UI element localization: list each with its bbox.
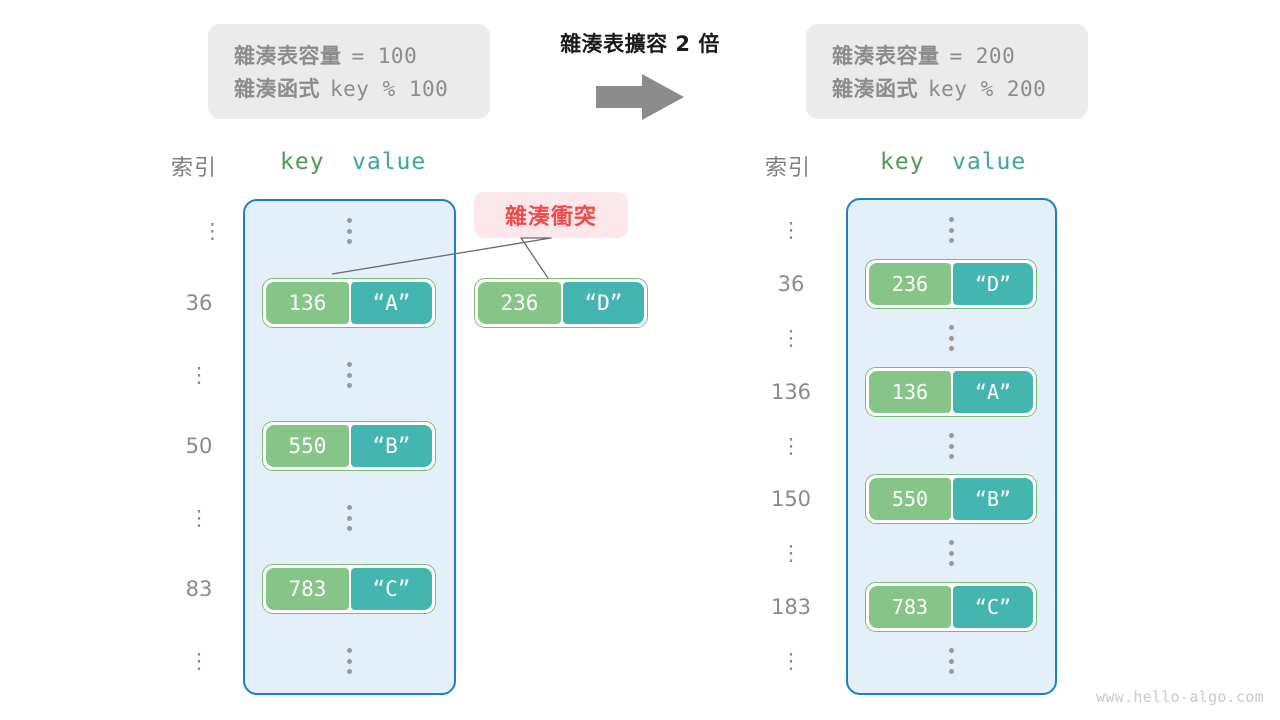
hash-table-info-before: 雜湊表容量 = 100 雜湊函式 key % 100	[208, 24, 490, 119]
function-label-before: 雜湊函式	[234, 76, 320, 101]
vertical-ellipsis-icon	[346, 362, 352, 388]
index-label-right-2: ⋮	[780, 326, 802, 350]
capacity-line-before: 雜湊表容量 = 100	[234, 40, 464, 73]
entry-value: “A”	[952, 371, 1033, 413]
entry-value: “B”	[350, 425, 432, 467]
vertical-ellipsis-icon	[948, 540, 954, 566]
entry-value: “B”	[952, 478, 1033, 520]
index-column-header-right: 索引	[765, 156, 812, 181]
hash-collision-badge: 雜湊衝突	[474, 192, 628, 238]
entry-key: 550	[869, 478, 951, 520]
entry-value: “C”	[350, 568, 432, 610]
index-label-left-5: 83	[185, 577, 213, 601]
index-label-left-3: 50	[185, 434, 213, 458]
index-label-left-0: ⋮	[175, 195, 223, 267]
function-value-after: key % 200	[928, 76, 1047, 101]
entry-key: 136	[266, 282, 349, 324]
index-label-right-0: ⋮	[780, 218, 802, 242]
capacity-line-after: 雜湊表容量 = 200	[832, 40, 1062, 73]
capacity-value-before: = 100	[351, 44, 418, 68]
vertical-ellipsis-icon	[948, 217, 954, 243]
entry-pair-left-50[interactable]: 550 “B”	[262, 421, 436, 471]
key-column-header-right: key	[880, 149, 925, 175]
capacity-label-before: 雜湊表容量	[234, 44, 342, 68]
function-line-after: 雜湊函式 key % 200	[832, 73, 1062, 106]
index-label-left-6: ⋮	[188, 649, 210, 673]
index-label-right-8: ⋮	[780, 649, 802, 673]
value-column-header-left: value	[352, 149, 427, 175]
site-watermark: www.hello-algo.com	[1096, 688, 1264, 706]
index-label-left-1: 36	[185, 291, 213, 315]
entry-pair-right-136[interactable]: 136 “A”	[865, 367, 1037, 417]
entry-value: “A”	[350, 282, 432, 324]
vertical-ellipsis-icon	[346, 218, 352, 244]
index-label-right-1: 36	[777, 272, 805, 296]
vertical-ellipsis-icon	[346, 648, 352, 674]
index-label-left-4: ⋮	[188, 506, 210, 530]
function-label-after: 雜湊函式	[832, 76, 918, 101]
index-column-header-left: 索引	[171, 156, 218, 181]
hash-table-info-after: 雜湊表容量 = 200 雜湊函式 key % 200	[806, 24, 1088, 119]
vertical-ellipsis-icon: ⋮	[201, 219, 223, 243]
entry-value: “D”	[562, 282, 644, 324]
entry-value: “C”	[952, 586, 1033, 628]
vertical-ellipsis-icon	[948, 648, 954, 674]
index-label-right-4: ⋮	[780, 434, 802, 458]
index-label-left-2: ⋮	[188, 363, 210, 387]
entry-pair-right-183[interactable]: 783 “C”	[865, 582, 1037, 632]
index-label-right-6: ⋮	[780, 541, 802, 565]
index-label-right-3: 136	[770, 380, 812, 404]
capacity-label-after: 雜湊表容量	[832, 44, 940, 68]
entry-key: 236	[478, 282, 561, 324]
entry-key: 236	[869, 263, 951, 305]
expansion-transition: 雜湊表擴容 2 倍	[540, 28, 740, 128]
entry-pair-right-150[interactable]: 550 “B”	[865, 474, 1037, 524]
arrow-right-icon	[540, 72, 740, 122]
key-column-header-left: key	[280, 149, 325, 175]
index-label-right-7: 183	[770, 595, 812, 619]
expansion-title: 雜湊表擴容 2 倍	[560, 32, 720, 56]
function-value-before: key % 100	[330, 76, 449, 101]
entry-key: 136	[869, 371, 951, 413]
vertical-ellipsis-icon	[948, 433, 954, 459]
function-line-before: 雜湊函式 key % 100	[234, 73, 464, 106]
entry-key: 783	[266, 568, 349, 610]
vertical-ellipsis-icon	[948, 325, 954, 351]
entry-pair-left-83[interactable]: 783 “C”	[262, 564, 436, 614]
entry-pair-left-36[interactable]: 136 “A”	[262, 278, 436, 328]
vertical-ellipsis-icon	[346, 505, 352, 531]
entry-pair-right-36[interactable]: 236 “D”	[865, 259, 1037, 309]
capacity-value-after: = 200	[949, 44, 1016, 68]
value-column-header-right: value	[952, 149, 1027, 175]
index-label-right-5: 150	[770, 487, 812, 511]
entry-key: 550	[266, 425, 349, 467]
entry-value: “D”	[952, 263, 1033, 305]
entry-pair-colliding[interactable]: 236 “D”	[474, 278, 648, 328]
entry-key: 783	[869, 586, 951, 628]
